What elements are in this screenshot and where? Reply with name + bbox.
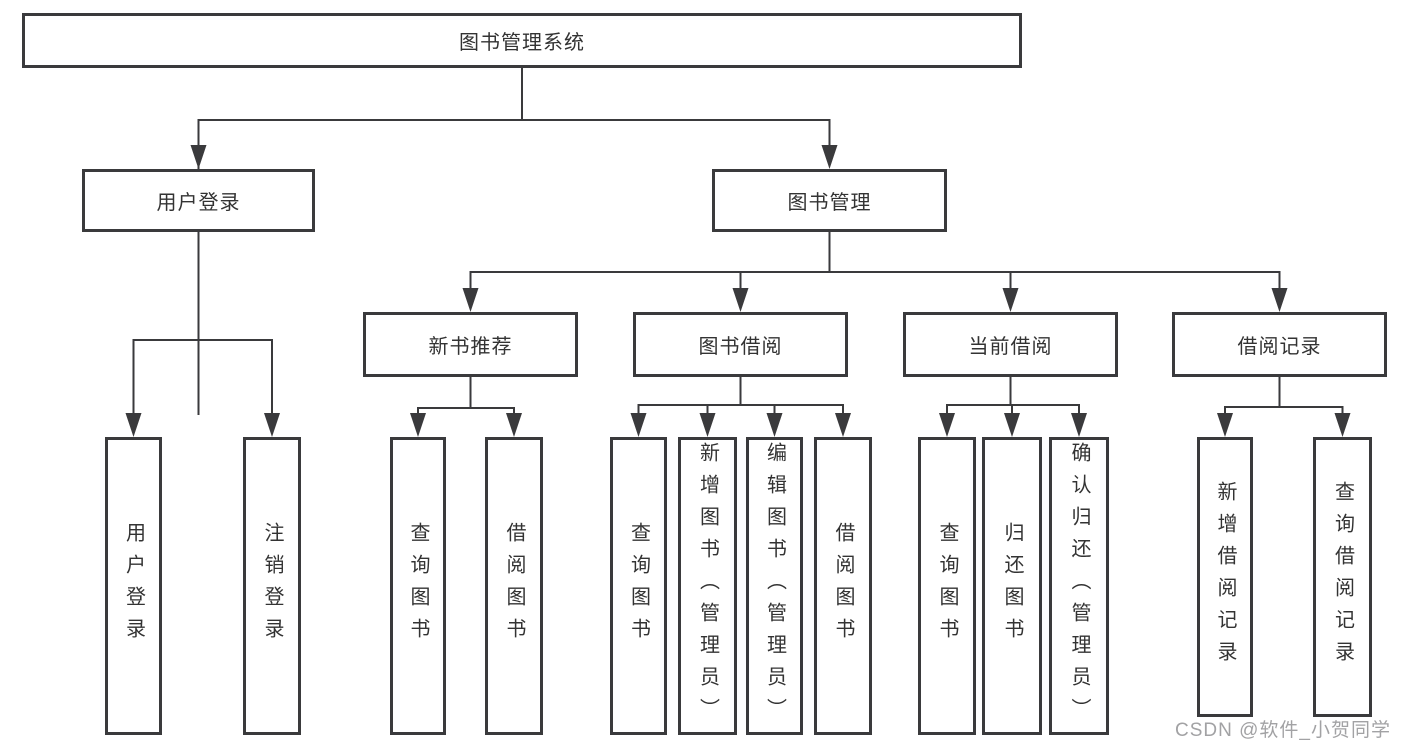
node-label: 查询图书 — [407, 522, 429, 650]
node-label: 当前借阅 — [968, 336, 1053, 358]
leaf-borrow-books-2: 借阅图书 — [814, 437, 872, 735]
leaf-query-books-1: 查询图书 — [390, 437, 446, 735]
node-label: 用户登录 — [156, 192, 241, 214]
node-label: 新增借阅记录 — [1214, 481, 1236, 673]
connector-bookborrow-to-leaves — [637, 377, 844, 417]
leaf-user-login: 用户登录 — [105, 437, 162, 735]
node-label: 新增图书（管理员） — [696, 442, 719, 730]
leaf-add-borrow-record: 新增借阅记录 — [1197, 437, 1253, 717]
node-user-login: 用户登录 — [82, 169, 315, 232]
node-book-management: 图书管理 — [712, 169, 947, 232]
leaf-query-books-3: 查询图书 — [918, 437, 976, 735]
node-label: 编辑图书（管理员） — [763, 442, 786, 730]
leaf-confirm-return-admin: 确认归还（管理员） — [1049, 437, 1109, 735]
node-label: 借阅图书 — [503, 522, 525, 650]
leaf-add-books-admin: 新增图书（管理员） — [678, 437, 737, 735]
node-label: 归还图书 — [1001, 522, 1023, 650]
node-label: 新书推荐 — [428, 336, 513, 358]
node-label: 查询借阅记录 — [1331, 481, 1354, 673]
connector-userlogin-to-leaves — [132, 232, 273, 417]
leaf-query-borrow-record: 查询借阅记录 — [1313, 437, 1372, 717]
node-label: 查询图书 — [936, 522, 958, 650]
node-label: 查询图书 — [627, 522, 650, 650]
connector-records-to-leaves — [1224, 377, 1344, 417]
node-label: 确认归还（管理员） — [1068, 442, 1090, 730]
node-new-book-recommendation: 新书推荐 — [363, 312, 578, 377]
leaf-logout: 注销登录 — [243, 437, 301, 735]
node-current-borrowing: 当前借阅 — [903, 312, 1118, 377]
leaf-query-books-2: 查询图书 — [610, 437, 667, 735]
connector-bookmgmt-to-level3 — [469, 232, 1281, 292]
node-label: 借阅记录 — [1237, 336, 1322, 358]
node-root-library-system: 图书管理系统 — [22, 13, 1022, 68]
leaf-edit-books-admin: 编辑图书（管理员） — [746, 437, 803, 735]
csdn-watermark: CSDN @软件_小贺同学 — [1175, 720, 1391, 741]
connector-newbook-to-leaves — [417, 377, 515, 417]
node-label: 图书管理系统 — [459, 32, 585, 54]
leaf-return-books: 归还图书 — [982, 437, 1042, 735]
node-label: 图书借阅 — [698, 336, 783, 358]
node-label: 用户登录 — [122, 522, 145, 650]
node-borrowing-records: 借阅记录 — [1172, 312, 1387, 377]
node-book-borrowing: 图书借阅 — [633, 312, 848, 377]
node-label: 借阅图书 — [832, 522, 854, 650]
node-label: 注销登录 — [261, 522, 283, 650]
connector-currentborrow-to-leaves — [946, 377, 1080, 417]
leaf-borrow-books-1: 借阅图书 — [485, 437, 543, 735]
node-label: 图书管理 — [787, 192, 872, 214]
